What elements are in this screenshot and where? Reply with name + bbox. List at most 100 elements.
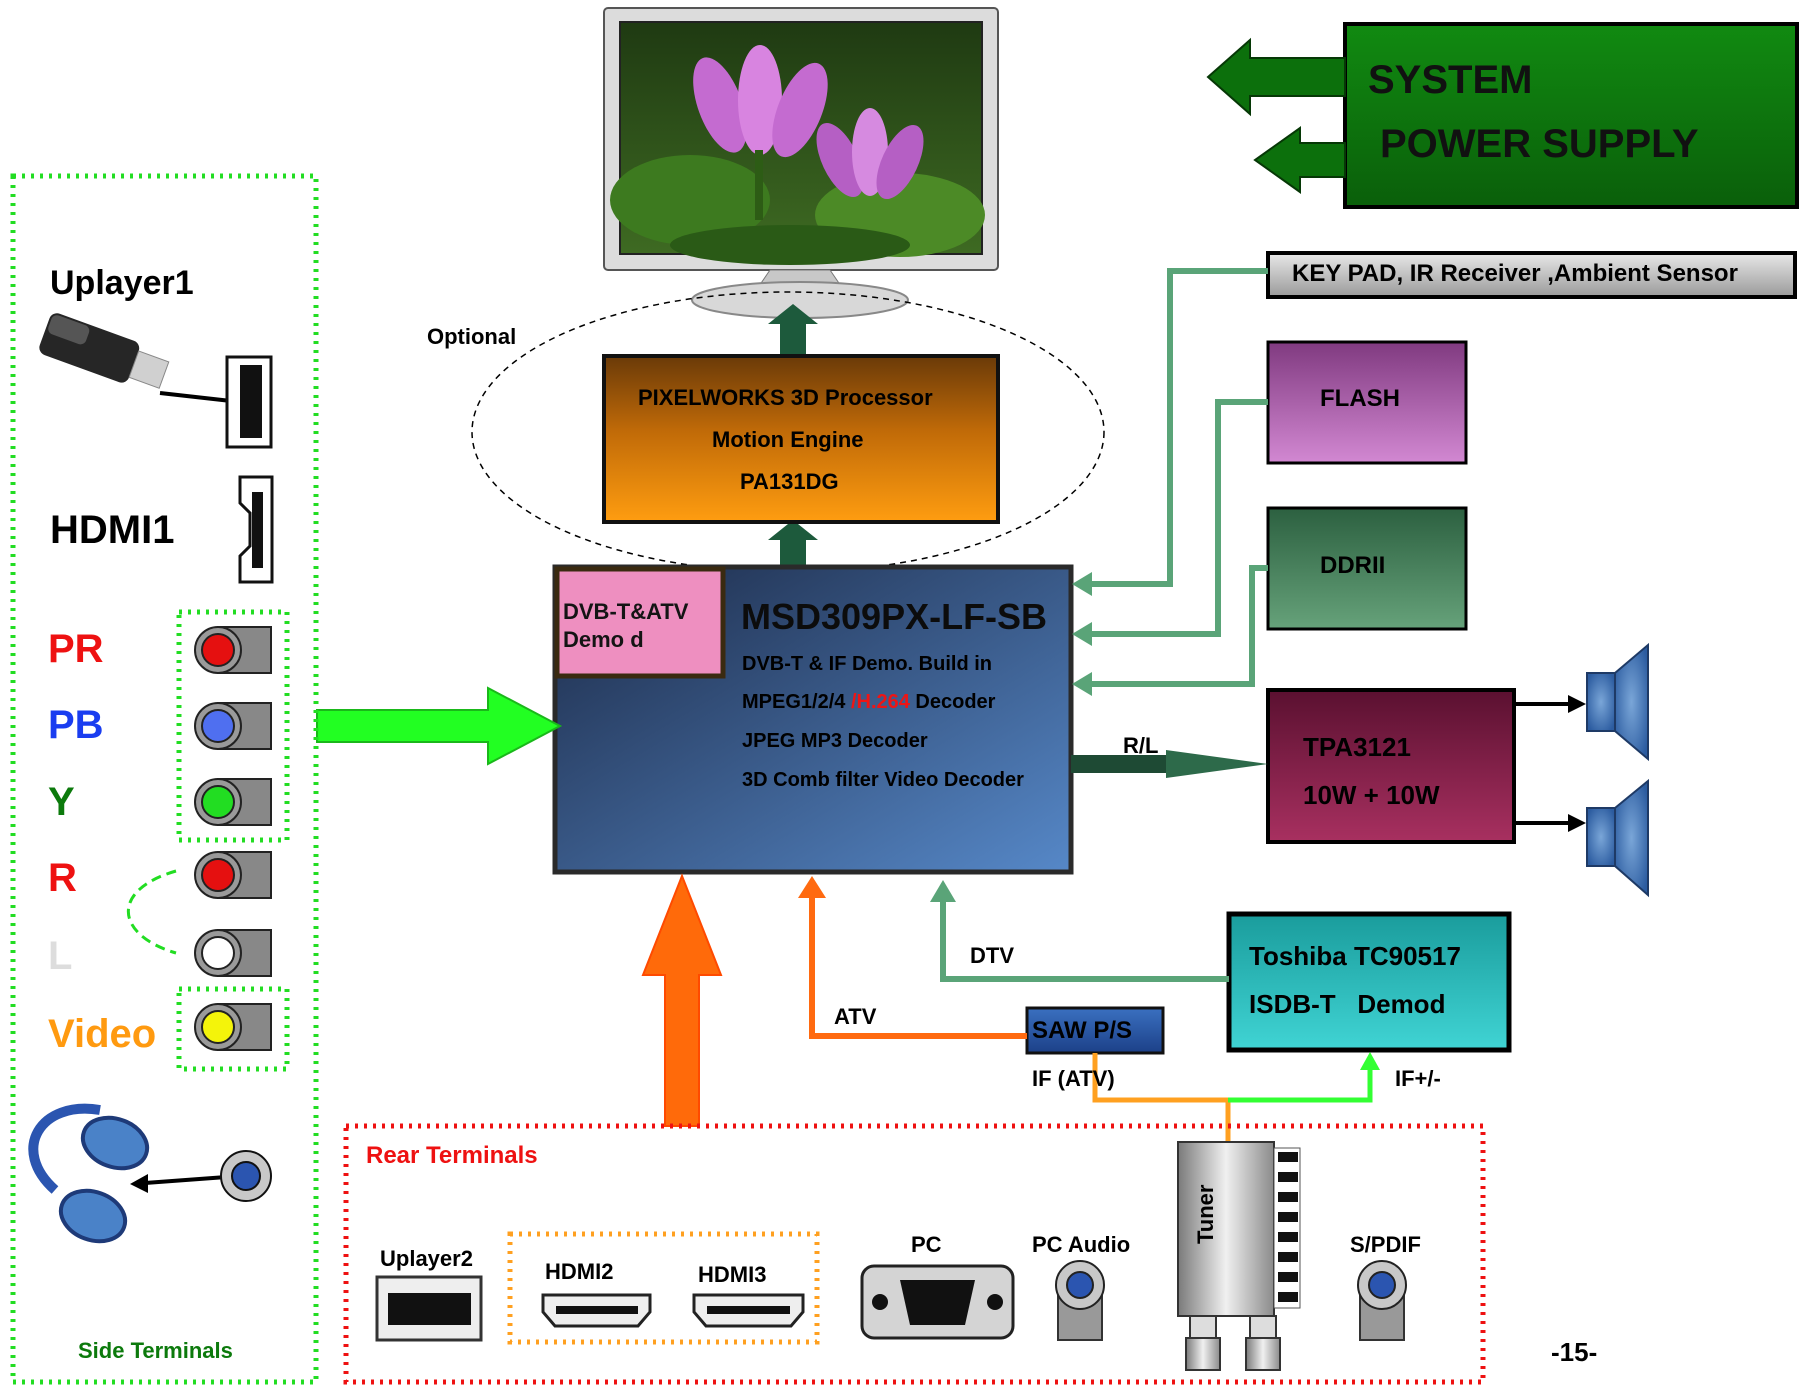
speaker-icon-top	[1586, 642, 1649, 762]
power-supply-block	[1206, 22, 1799, 209]
rear-uplayer-label: Uplayer2	[380, 1246, 473, 1271]
optional-region	[471, 291, 1105, 573]
side-y-label: Y	[48, 780, 75, 824]
saw-label: SAW P/S	[1032, 1017, 1133, 1044]
rear-pc-audio-label: PC Audio	[1032, 1232, 1131, 1257]
amplifier-line1: TPA3121	[1303, 732, 1411, 762]
rca-jack-pb-icon	[194, 702, 272, 750]
bus-arrowhead-keypad	[1072, 572, 1092, 596]
soc-title: MSD309PX-LF-SB	[741, 596, 1048, 637]
soc-feature-3: JPEG MP3 Decoder	[742, 730, 928, 752]
usb-stick-icon	[39, 313, 252, 411]
flash-label: FLASH	[1320, 385, 1400, 412]
soc-feature-2c: Decoder	[909, 691, 996, 713]
peripheral-buses	[1085, 268, 1268, 687]
amplifier-block	[1266, 688, 1516, 844]
rear-spdif-label: S/PDIF	[1350, 1232, 1421, 1257]
power-supply-title-line1: SYSTEM	[1368, 58, 1533, 102]
amplifier-line2: 10W + 10W	[1303, 780, 1440, 810]
usb-port-icon	[225, 355, 273, 449]
bus-arrowhead-flash	[1072, 622, 1092, 646]
lotus-flower-left	[693, 45, 828, 220]
lotus-flower-right	[816, 108, 924, 200]
rear-hdmi2-label: HDMI2	[545, 1259, 614, 1284]
side-pr-label: PR	[48, 627, 104, 671]
side-video-label: Video	[48, 1012, 157, 1056]
soc-feature-1: DVB-T & IF Demo. Build in	[742, 653, 992, 675]
soc-feature-2a: MPEG1/2/4	[742, 691, 851, 713]
if-pm-label: IF+/-	[1395, 1066, 1441, 1091]
if-atv-label: IF (ATV)	[1032, 1066, 1115, 1091]
rca-jack-pr-icon	[194, 626, 272, 674]
processor-line3: PA131DG	[740, 469, 839, 494]
soc-feature-2: MPEG1/2/4 /H.264 Decoder	[742, 691, 995, 714]
ddr-block	[1266, 506, 1468, 631]
processor-line2: Motion Engine	[712, 427, 864, 452]
dtv-line	[940, 897, 1229, 982]
side-uplayer-label: Uplayer1	[50, 264, 194, 302]
rear-hdmi3-label: HDMI3	[698, 1262, 767, 1287]
component-group	[176, 609, 290, 843]
power-supply-title-line2: POWER SUPPLY	[1380, 122, 1699, 166]
toshiba-line1: Toshiba TC90517	[1249, 941, 1461, 971]
vga-port-icon	[860, 1264, 1015, 1340]
optional-label: Optional	[427, 324, 517, 349]
hdmi2-port-icon	[541, 1293, 652, 1328]
atv-label: ATV	[834, 1004, 877, 1029]
rear-terminals-region	[343, 1123, 1486, 1385]
rca-jack-y-icon	[194, 778, 272, 826]
side-terminals-footer: Side Terminals	[78, 1338, 233, 1363]
rear-tuner-label: Tuner	[1193, 1184, 1218, 1244]
toshiba-line2: ISDB-T Demod	[1249, 989, 1446, 1019]
headphones-icon	[28, 1103, 241, 1244]
side-hdmi-label: HDMI1	[50, 508, 175, 552]
toshiba-demod-block	[1226, 911, 1512, 1053]
monitor-illustration	[603, 7, 999, 319]
power-arrow-lower	[1253, 126, 1346, 194]
rear-pc-label: PC	[911, 1232, 942, 1257]
soc-demod-line1: DVB-T&ATV	[563, 599, 689, 624]
headphone-jack-icon	[220, 1150, 272, 1202]
speaker-arrows	[1514, 695, 1586, 832]
rca-jack-l-icon	[194, 929, 272, 977]
side-pb-label: PB	[48, 703, 104, 747]
hdmi-group	[507, 1231, 820, 1345]
dtv-label: DTV	[970, 943, 1014, 968]
side-l-label: L	[48, 934, 73, 978]
rear-usb-port-icon	[375, 1275, 483, 1342]
processor-line1: PIXELWORKS 3D Processor	[638, 385, 933, 410]
ddr-label: DDRII	[1320, 552, 1386, 579]
rl-label: R/L	[1123, 733, 1159, 758]
hdmi-port-icon	[238, 475, 274, 584]
if-pm-line	[1228, 1068, 1373, 1103]
spdif-jack-icon	[1357, 1260, 1407, 1341]
keypad-block	[1266, 251, 1797, 299]
if-atv-line	[1092, 1053, 1231, 1145]
audio-out-arrow	[1071, 750, 1268, 778]
video-path-arrows	[768, 304, 818, 568]
hdmi3-port-icon	[692, 1293, 805, 1328]
processor-block	[602, 354, 1000, 524]
side-terminals-region	[10, 173, 319, 1385]
soc-feature-2b: /H.264	[850, 691, 910, 713]
page-number: -15-	[1551, 1337, 1598, 1367]
rear-input-arrow	[641, 873, 723, 1127]
rca-jack-video-icon	[194, 1003, 272, 1051]
pc-audio-jack-icon	[1055, 1260, 1105, 1341]
power-arrow-upper	[1206, 37, 1346, 117]
side-input-arrow	[316, 686, 563, 766]
bus-arrowhead-ddr	[1072, 672, 1092, 696]
stereo-pair-bracket	[126, 869, 177, 955]
rear-terminals-title: Rear Terminals	[366, 1142, 538, 1169]
soc-demod-block	[554, 566, 726, 679]
speaker-icon-bottom	[1586, 778, 1649, 898]
atv-line	[809, 893, 1027, 1039]
soc-demod-line2: Demo d	[563, 627, 644, 652]
keypad-label: KEY PAD, IR Receiver ,Ambient Sensor	[1292, 260, 1738, 287]
rca-jack-r-icon	[194, 851, 272, 899]
tuner-icon	[1177, 1141, 1301, 1371]
video-group	[176, 986, 290, 1072]
side-r-label: R	[48, 856, 77, 900]
soc-feature-4: 3D Comb filter Video Decoder	[742, 769, 1024, 791]
